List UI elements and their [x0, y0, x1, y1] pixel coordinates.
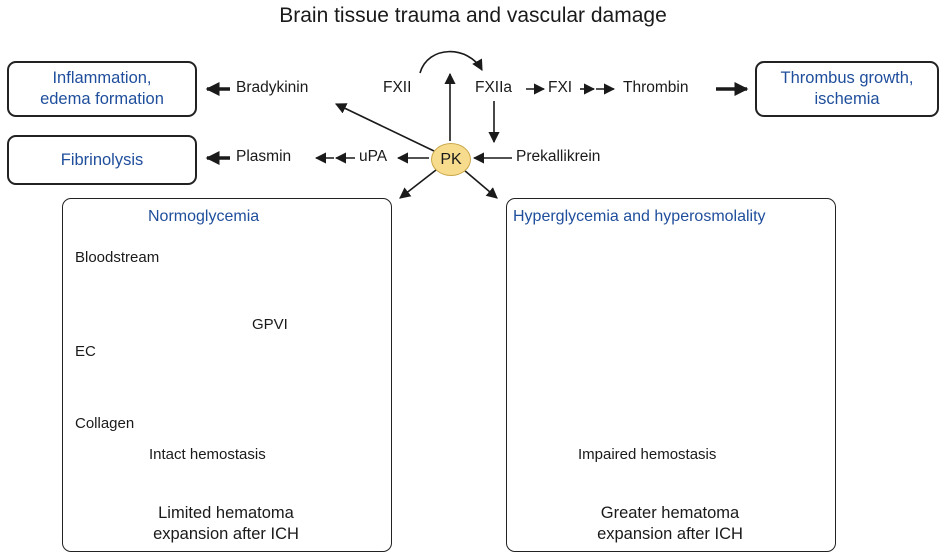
bradykinin-label: Bradykinin	[236, 79, 309, 96]
bloodstream-label: Bloodstream	[75, 249, 160, 266]
fxiia-label: FXIIa	[475, 79, 513, 96]
fxii-label: FXII	[383, 79, 412, 96]
impaired-hemostasis-label: Impaired hemostasis	[578, 446, 717, 463]
collagen-label: Collagen	[75, 415, 135, 432]
thrombin-label: Thrombin	[623, 79, 689, 96]
thrombus-line-1: Thrombus growth,	[780, 69, 914, 87]
bold-outcome-arrows	[205, 82, 749, 165]
pk-label: PK	[440, 150, 462, 168]
fxi-label: FXI	[548, 79, 573, 96]
hyperglycemia-title: Hyperglycemia and hyperosmolality	[513, 208, 766, 225]
ec-label: EC	[75, 343, 96, 360]
normoglycemia-panel	[62, 198, 392, 552]
limited-hematoma-line-2: expansion after ICH	[153, 525, 299, 543]
thrombus-box: Thrombus growth, ischemia	[755, 61, 939, 117]
upa-label: uPA	[359, 148, 388, 165]
platelet-label: Platelet	[189, 287, 240, 304]
arrow-fxii-to-fxiia	[419, 50, 483, 74]
fibrinolysis-box: Fibrinolysis	[7, 135, 197, 185]
arrow-pk-to-bradykinin	[334, 103, 435, 152]
inflammation-box: Inflammation, edema formation	[7, 61, 197, 117]
hyperglycemia-panel	[506, 198, 836, 552]
intact-hemostasis-label: Intact hemostasis	[149, 446, 266, 463]
limited-hematoma-line-1: Limited hematoma	[158, 504, 294, 522]
normoglycemia-title: Normoglycemia	[148, 208, 260, 225]
limited-hematoma-text: Limited hematoma expansion after ICH	[62, 503, 390, 545]
arrow-pk-to-normoglycemia	[399, 169, 437, 199]
pk-node: PK	[431, 143, 471, 176]
greater-hematoma-line-1: Greater hematoma	[600, 504, 740, 522]
inflammation-line-2: edema formation	[40, 90, 164, 108]
greater-hematoma-text: Greater hematoma expansion after ICH	[506, 503, 834, 545]
plasmin-label: Plasmin	[236, 148, 292, 165]
arrow-pk-to-hyperglycemia	[463, 169, 498, 199]
diagram-title: Brain tissue trauma and vascular damage	[279, 4, 667, 27]
fibrinolysis-label: Fibrinolysis	[60, 150, 144, 169]
inflammation-line-1: Inflammation,	[52, 69, 152, 87]
greater-hematoma-line-2: expansion after ICH	[597, 525, 743, 543]
prekallikrein-label: Prekallikrein	[516, 148, 601, 165]
pathway-arrows	[314, 50, 616, 199]
gpvi-label: GPVI	[252, 316, 288, 333]
thrombus-line-2: ischemia	[814, 90, 880, 108]
